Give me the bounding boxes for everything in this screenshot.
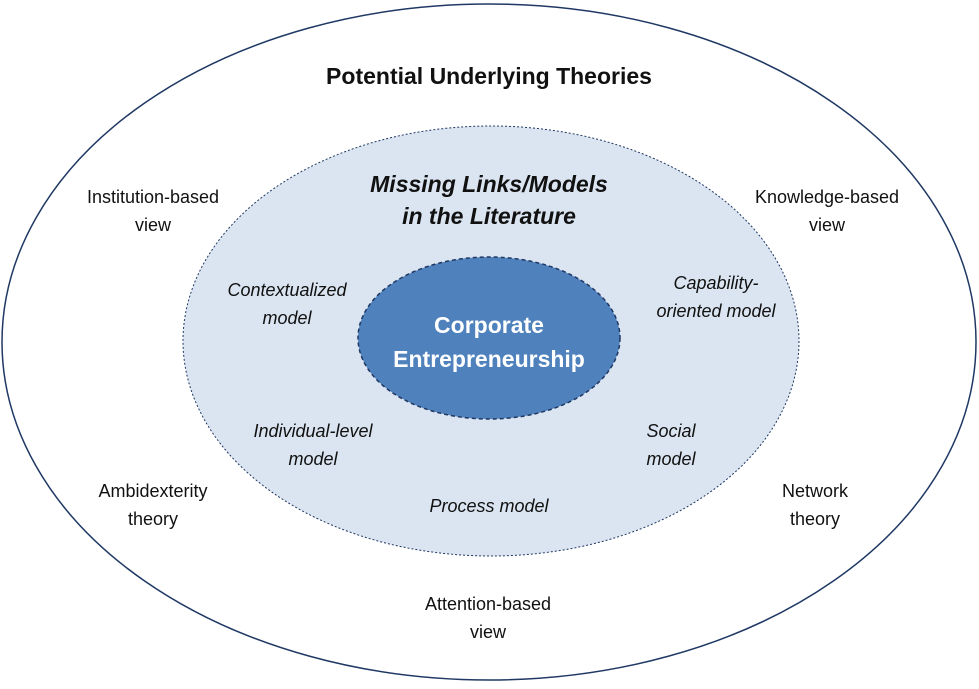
model-capability-oriented: Capability- oriented model — [656, 273, 776, 321]
theory-knowledge-based-view: Knowledge-based view — [754, 187, 900, 235]
outer-title: Potential Underlying Theories — [326, 63, 652, 89]
theory-attention-based-view: Attention-based view — [424, 594, 552, 642]
theory-institution-based-view: Institution-based view — [86, 187, 220, 235]
theory-ambidexterity: Ambidexterity theory — [98, 481, 208, 529]
core-ellipse — [357, 256, 621, 420]
model-process: Process model — [429, 496, 549, 516]
theory-network: Network theory — [781, 481, 849, 529]
model-social: Social model — [646, 421, 696, 469]
model-individual-level: Individual-level model — [253, 421, 373, 469]
core-label: Corporate Entrepreneurship — [393, 312, 585, 372]
middle-title: Missing Links/Models in the Literature — [370, 171, 608, 229]
model-contextualized: Contextualized model — [227, 280, 347, 328]
